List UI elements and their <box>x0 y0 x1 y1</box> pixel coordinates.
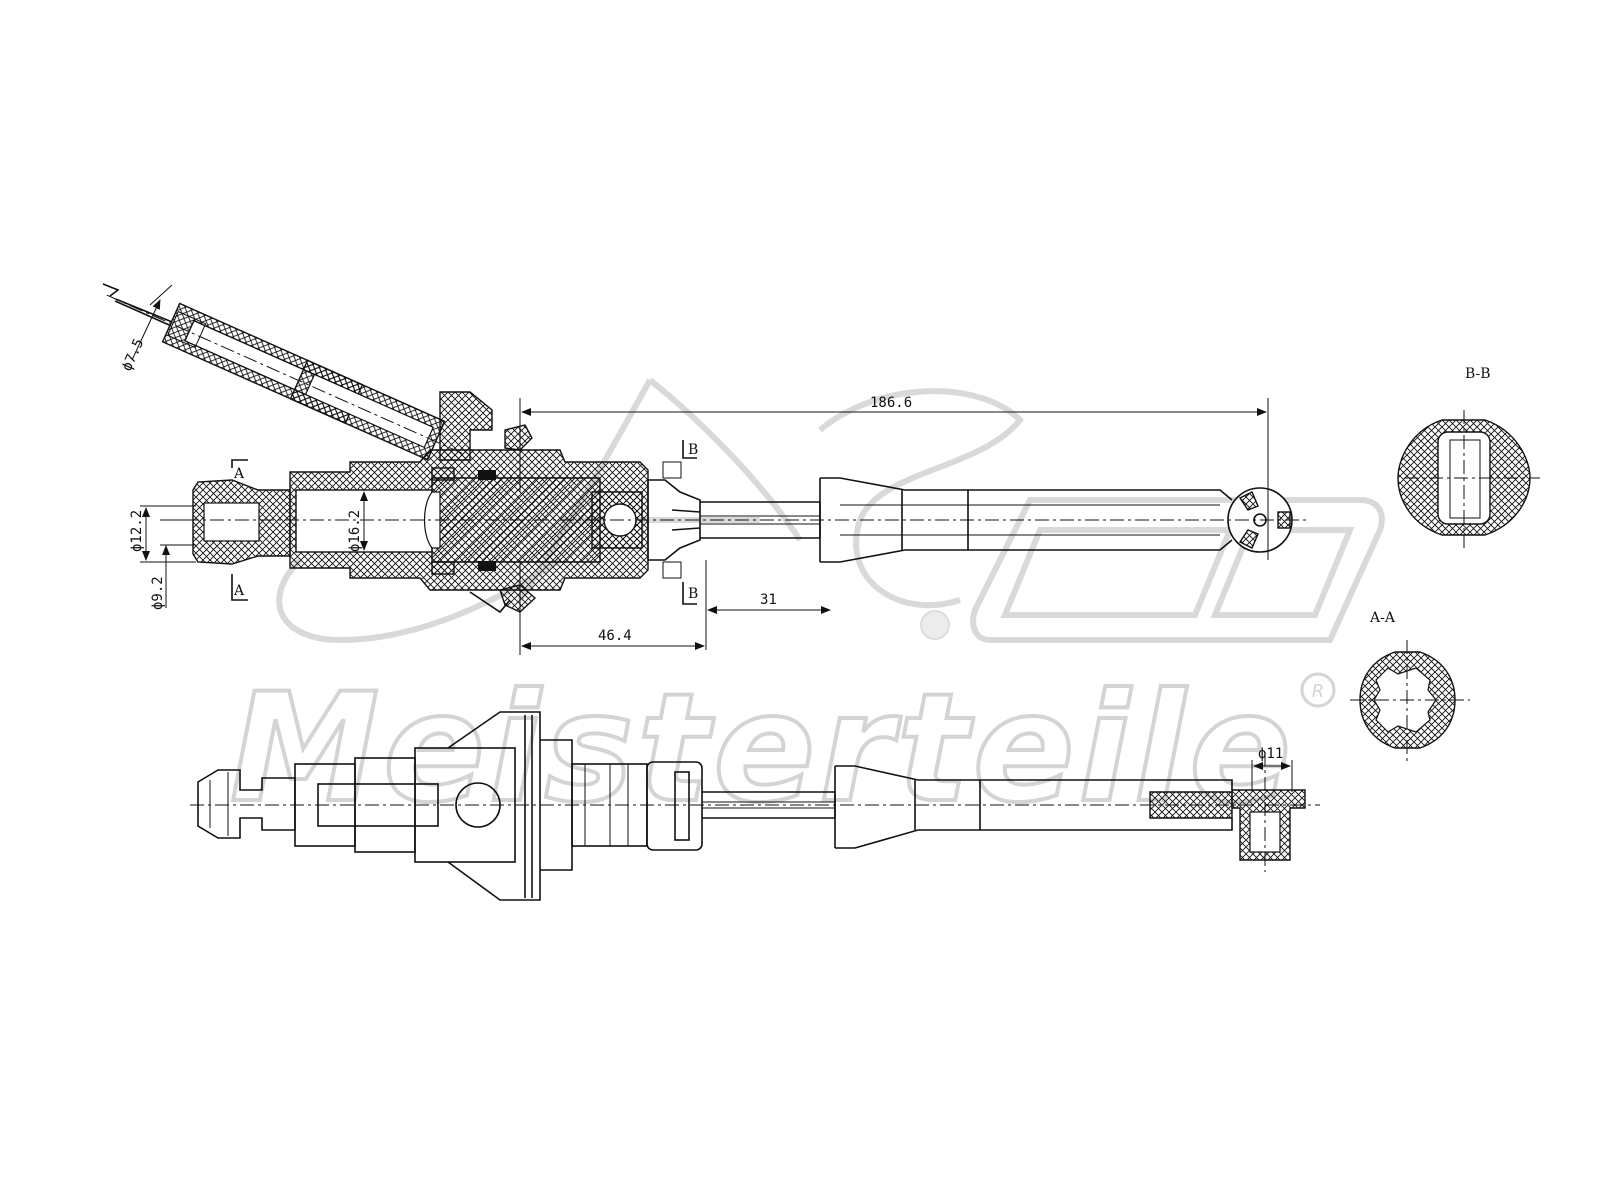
pedal-rod <box>820 477 1233 563</box>
section-b-label-top: B <box>688 442 698 458</box>
o-ring-bottom <box>499 584 537 613</box>
end-cap <box>647 479 701 561</box>
section-a-label-bottom: A <box>233 583 245 599</box>
external-end-cap <box>646 761 703 851</box>
seal-top <box>431 467 455 481</box>
watermark-brand: Meisterteile <box>230 662 1295 836</box>
svg-text:R: R <box>1312 681 1325 702</box>
dimension-lines: 186.6 31 46.4 ϕ12.2 ϕ9.2 ϕ16.2 ϕ7.5 ϕ11 <box>119 284 1293 792</box>
dim-eye-diameter: ϕ11 <box>1258 746 1283 762</box>
section-aa-view: A-A <box>1350 610 1470 762</box>
cylinder-external-view <box>190 711 1320 901</box>
section-bb-view: B-B <box>1397 366 1540 548</box>
dim-inner-diameter: ϕ9.2 <box>150 576 166 610</box>
section-bb-title: B-B <box>1465 366 1491 382</box>
dim-overall-length: 186.6 <box>870 395 912 411</box>
o-ring-top <box>504 424 533 451</box>
section-aa-title: A-A <box>1369 610 1396 626</box>
hose-end-tip <box>102 283 120 297</box>
dim-bore-diameter: ϕ16.2 <box>347 510 363 552</box>
watermark-badge <box>970 497 1385 643</box>
dim-hose-diameter: ϕ7.5 <box>119 336 147 373</box>
dim-outer-diameter: ϕ12.2 <box>129 510 145 552</box>
dim-body-offset: 46.4 <box>598 628 632 644</box>
section-markers: A A B B <box>231 440 698 605</box>
section-a-label-top: A <box>233 466 245 482</box>
seal-bottom <box>431 561 455 575</box>
watermark-registered-mark: R <box>1300 672 1336 708</box>
reservoir-hose <box>102 283 493 461</box>
dim-rod-to-section: 31 <box>760 592 777 608</box>
section-b-label-bottom: B <box>688 586 698 602</box>
